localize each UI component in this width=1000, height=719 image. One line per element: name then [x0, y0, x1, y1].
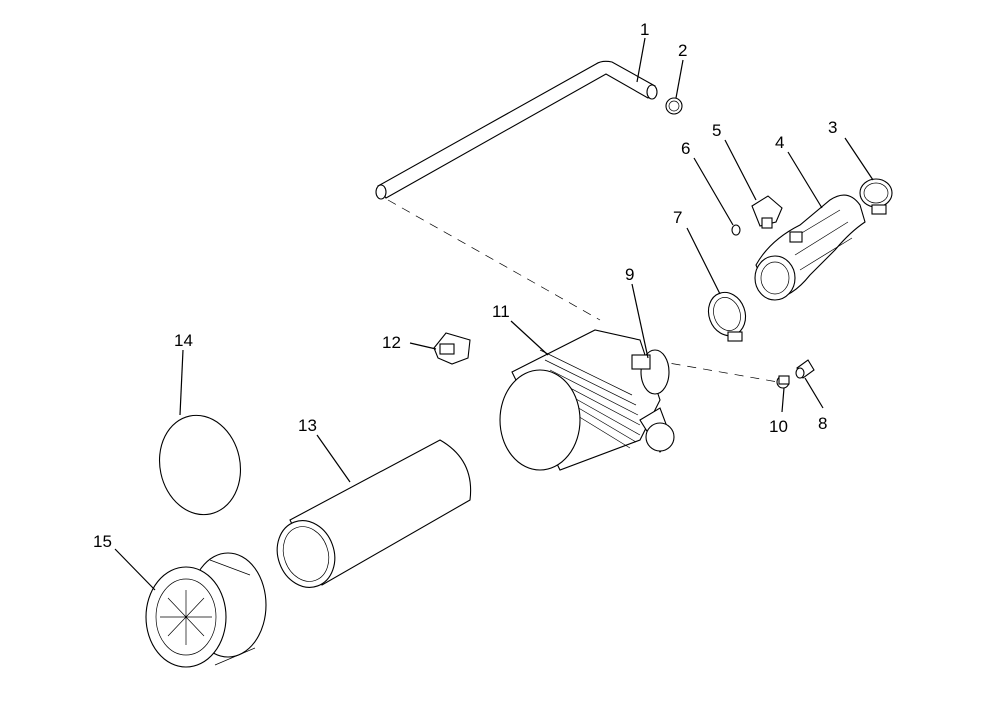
callout-13: 13 [298, 416, 317, 435]
leader-7 [686, 227, 721, 295]
part-6-screw [731, 224, 741, 236]
callout-2: 2 [678, 41, 687, 60]
leader-5 [724, 139, 757, 201]
leader-11 [510, 320, 549, 356]
leader-2 [675, 59, 684, 99]
callout-1: 1 [640, 20, 649, 39]
leader-lines [114, 37, 874, 591]
leader-4 [787, 151, 823, 209]
leader-12 [409, 342, 437, 350]
callout-15: 15 [93, 532, 112, 551]
part-9-fitting [631, 354, 651, 370]
callout-14: 14 [174, 331, 193, 350]
callout-labels: 1 2 3 4 5 6 7 8 9 10 11 12 13 14 15 [93, 20, 837, 551]
part-5-sensor [751, 195, 783, 229]
leader-9 [631, 283, 649, 359]
callout-8: 8 [818, 414, 827, 433]
part-15-end-cover [145, 552, 267, 668]
leader-8 [804, 377, 824, 409]
leader-3 [844, 137, 874, 181]
leader-1 [636, 37, 646, 83]
callout-3: 3 [828, 118, 837, 137]
callout-7: 7 [673, 208, 682, 227]
part-4-intake-elbow [754, 194, 866, 301]
callout-6: 6 [681, 139, 690, 158]
part-2-cap [665, 97, 683, 115]
callout-9: 9 [625, 265, 634, 284]
leader-13 [316, 434, 351, 483]
part-3-clamp [859, 178, 893, 215]
callout-4: 4 [775, 133, 784, 152]
part-1-hose [375, 60, 658, 200]
leader-14 [179, 349, 184, 416]
part-14-disc [158, 414, 242, 516]
part-11-filter-housing [499, 329, 675, 471]
callout-12: 12 [382, 333, 401, 352]
callout-10: 10 [769, 417, 788, 436]
part-7-clamp [707, 291, 747, 342]
leader-10 [781, 387, 785, 413]
leader-15 [114, 548, 156, 591]
part-13-filter-element [276, 439, 472, 588]
leader-6 [693, 157, 734, 226]
callout-5: 5 [712, 121, 721, 140]
part-8-sleeve [795, 359, 815, 379]
callout-11: 11 [492, 302, 510, 321]
part-12-bracket [433, 332, 471, 365]
part-10-valve [776, 375, 790, 389]
